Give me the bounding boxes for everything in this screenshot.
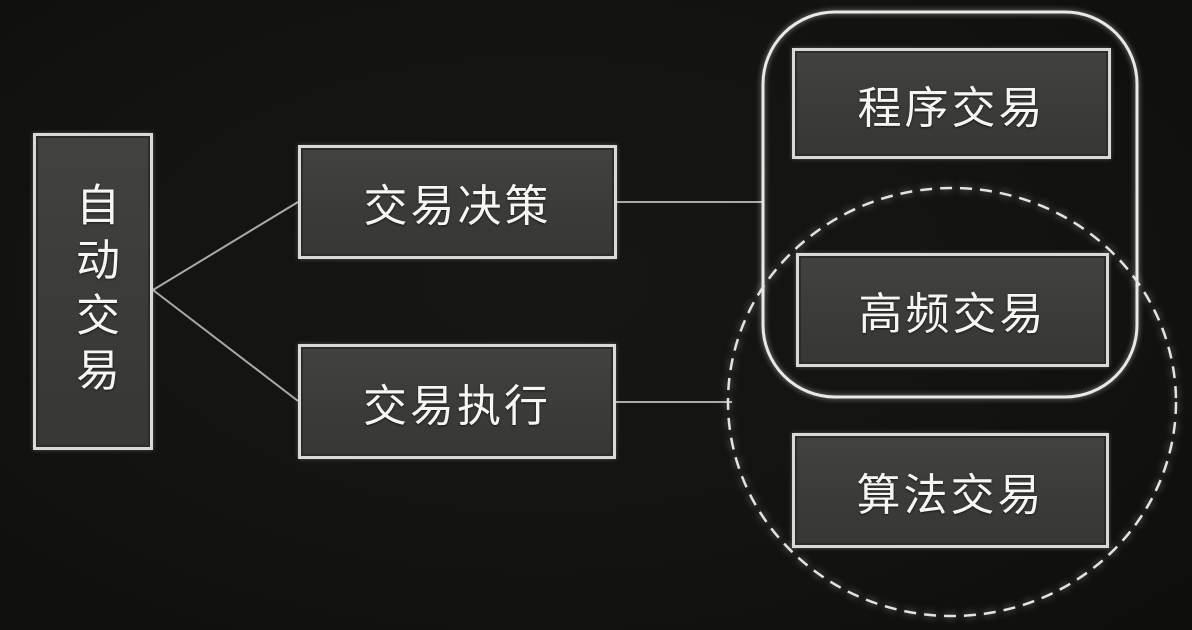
node-program-trading-label: 程序交易: [857, 83, 1046, 133]
node-trading-execution-label: 交易执行: [363, 381, 551, 431]
node-trading-execution: 交易执行: [298, 344, 616, 459]
group-rounded-rect-outline: [761, 10, 1139, 399]
connector-root-to-execution: [152, 289, 299, 402]
node-auto-trading: 自动交易: [33, 133, 153, 450]
node-trading-decision: 交易决策: [298, 145, 617, 259]
node-program-trading: 程序交易: [792, 48, 1111, 159]
node-algorithmic-trading: 算法交易: [792, 433, 1109, 548]
node-high-frequency-trading-label: 高频交易: [858, 290, 1047, 339]
cluster-dashed-circle-outline: [726, 186, 1178, 618]
node-auto-trading-label: 自动交易: [69, 181, 118, 402]
node-high-frequency-trading: 高频交易: [796, 253, 1109, 367]
connector-root-to-decision: [152, 201, 299, 291]
node-trading-decision-label: 交易决策: [363, 182, 552, 231]
node-algorithmic-trading-label: 算法交易: [856, 470, 1045, 520]
